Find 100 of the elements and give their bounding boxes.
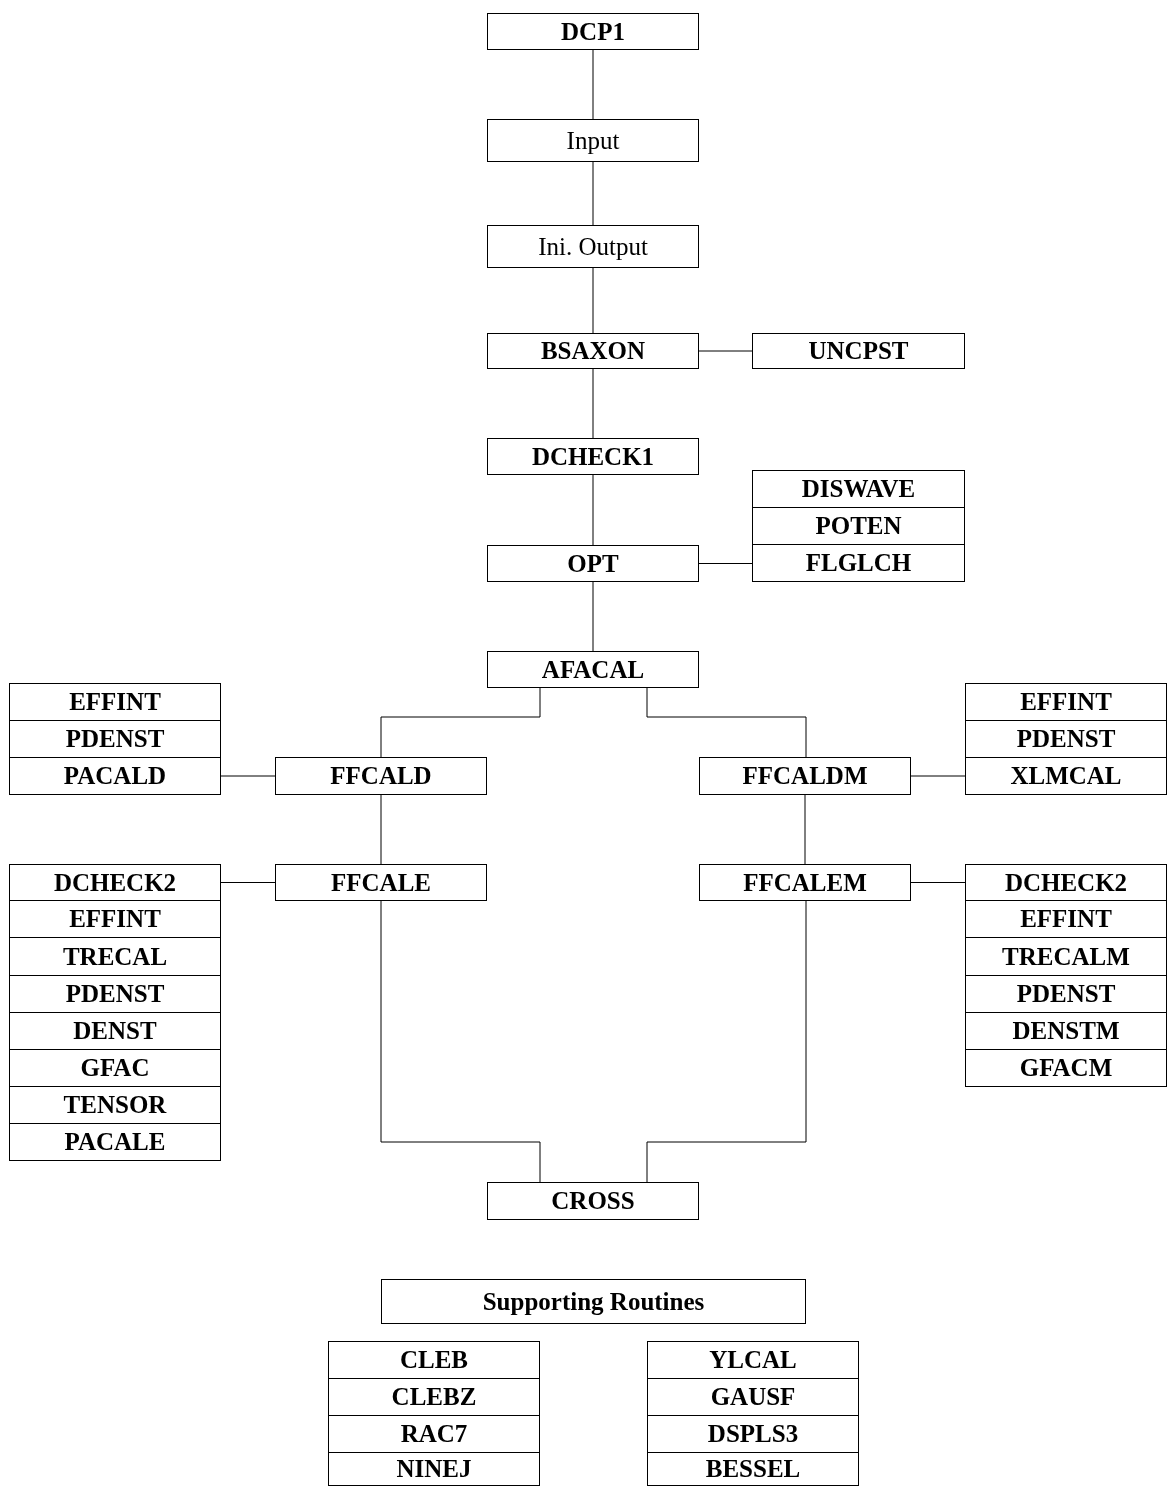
routine-box — [487, 13, 699, 50]
routine-name: PACALD — [63, 762, 167, 790]
routine-box — [9, 683, 221, 721]
routine-box — [752, 544, 965, 582]
routine-box — [699, 757, 911, 795]
routine-name: TENSOR — [63, 1091, 167, 1119]
routine-name: PDENST — [1016, 725, 1116, 753]
routine-box — [487, 438, 699, 475]
routine-box — [752, 507, 965, 545]
routine-name: DSPLS3 — [707, 1420, 799, 1448]
routine-box — [381, 1279, 806, 1324]
connector-line — [804, 794, 806, 865]
routine-box — [9, 720, 221, 758]
routine-box — [9, 1086, 221, 1124]
routine-box — [328, 1452, 540, 1486]
connector-line — [592, 161, 594, 226]
routine-name: POTEN — [815, 512, 902, 540]
routine-name: EFFINT — [69, 688, 161, 716]
routine-box — [9, 900, 221, 938]
routine-name: CROSS — [551, 1187, 635, 1215]
routine-name: Ini. Output — [538, 232, 648, 261]
routine-name: DCHECK1 — [531, 442, 655, 471]
routine-name: FFCALD — [330, 762, 432, 790]
routine-box — [328, 1378, 540, 1416]
routine-name: PDENST — [65, 725, 165, 753]
routine-box — [965, 1049, 1167, 1087]
routine-name: Input — [566, 126, 620, 155]
routine-name: GFACM — [1019, 1054, 1113, 1082]
routine-name: NINEJ — [396, 1455, 472, 1483]
connector-line — [592, 368, 594, 439]
routine-box — [328, 1415, 540, 1453]
routine-box — [965, 757, 1167, 795]
routine-box — [647, 1378, 859, 1416]
routine-box — [275, 757, 487, 795]
connector-line — [592, 267, 594, 334]
routine-box — [487, 651, 699, 688]
connector-line — [698, 350, 753, 352]
routine-name: FFCALDM — [742, 762, 868, 790]
routine-name: PACALE — [64, 1128, 166, 1156]
connector-line — [910, 882, 966, 883]
routine-box — [647, 1415, 859, 1453]
connector-line — [592, 581, 594, 652]
routine-name: DCHECK2 — [1004, 868, 1128, 897]
routine-box — [965, 683, 1167, 721]
routine-box — [9, 864, 221, 901]
routine-name: BESSEL — [705, 1455, 801, 1483]
routine-box — [487, 225, 699, 268]
routine-box — [9, 757, 221, 795]
routine-name: EFFINT — [1020, 905, 1112, 933]
routine-box — [487, 119, 699, 162]
routine-name: YLCAL — [709, 1346, 797, 1374]
connector-line — [380, 900, 541, 1183]
routine-name: DENST — [73, 1017, 157, 1045]
routine-name: OPT — [567, 549, 619, 578]
connector-line — [592, 474, 594, 546]
routine-name: PDENST — [1016, 980, 1116, 1008]
routine-box — [647, 1452, 859, 1486]
connector-line — [220, 775, 276, 777]
connector-line — [646, 900, 807, 1183]
routine-box — [9, 1123, 221, 1161]
routine-name: EFFINT — [69, 905, 161, 933]
routine-box — [965, 900, 1167, 938]
routine-name: DCHECK2 — [53, 868, 177, 897]
routine-box — [9, 975, 221, 1013]
routine-name: DISWAVE — [801, 475, 916, 503]
routine-box — [328, 1341, 540, 1379]
routine-box — [752, 333, 965, 369]
routine-name: FLGLCH — [805, 549, 912, 577]
routine-box — [487, 545, 699, 582]
connector-line — [380, 794, 382, 865]
routine-name: XLMCAL — [1010, 762, 1122, 790]
routine-box — [9, 937, 221, 976]
routine-box — [965, 864, 1167, 901]
routine-box — [9, 1012, 221, 1050]
routine-name: PDENST — [65, 980, 165, 1008]
routine-box — [965, 720, 1167, 758]
routine-name: DCP1 — [561, 17, 625, 46]
routine-name: RAC7 — [400, 1420, 468, 1448]
routine-name: FFCALE — [331, 868, 431, 897]
connector-line — [380, 687, 541, 758]
routine-box — [647, 1341, 859, 1379]
routine-name: TRECALM — [1002, 942, 1130, 971]
routine-name: Supporting Routines — [482, 1287, 705, 1316]
routine-name: GFAC — [80, 1054, 150, 1082]
routine-name: AFACAL — [541, 655, 645, 684]
routine-box — [965, 937, 1167, 976]
routine-name: BSAXON — [540, 337, 646, 365]
routine-box — [965, 975, 1167, 1013]
routine-name: UNCPST — [808, 337, 909, 365]
routine-name: GAUSF — [710, 1383, 796, 1411]
routine-name: EFFINT — [1020, 688, 1112, 716]
routine-name: FFCALEM — [743, 868, 867, 897]
routine-box — [699, 864, 911, 901]
routine-name: CLEB — [399, 1346, 469, 1374]
connector-line — [220, 882, 276, 883]
routine-box — [275, 864, 487, 901]
connector-line — [910, 775, 966, 777]
routine-name: DENSTM — [1012, 1017, 1120, 1045]
routine-name: CLEBZ — [391, 1383, 477, 1411]
connector-line — [592, 49, 594, 120]
